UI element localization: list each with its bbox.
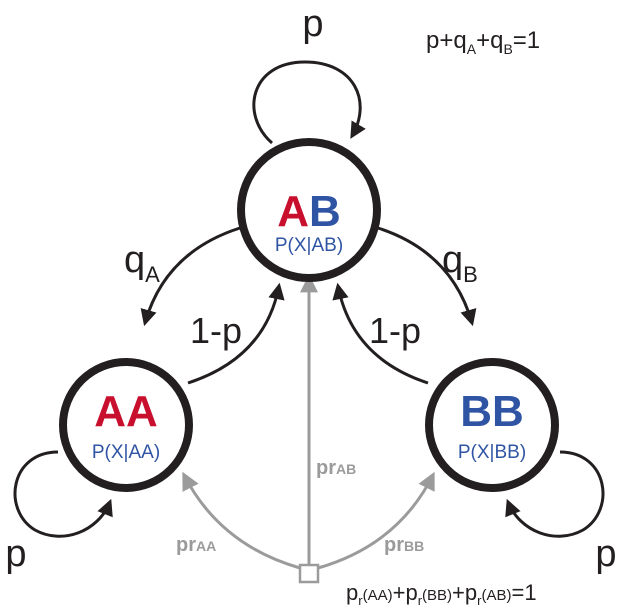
state-aa-name: AA <box>94 387 158 436</box>
self-loop-aa-label: p <box>5 533 26 575</box>
prior-arrow-bb <box>317 471 435 570</box>
self-loop-aa <box>13 450 113 538</box>
edge-ab-to-aa-label: qA <box>124 239 160 287</box>
self-loop-bb-label: p <box>595 533 616 575</box>
prior-bb-label: prBB <box>384 534 424 556</box>
state-ab-circle <box>237 138 381 282</box>
state-bb-name: BB <box>460 387 524 436</box>
prior-aa-label: prAA <box>176 534 216 556</box>
state-ab-likelihood: P(X|AB) <box>275 235 343 256</box>
root-node <box>298 563 320 584</box>
prior-equation: pr(AA)+pr(BB)+pr(AB)=1 <box>346 580 537 608</box>
edge-bb-to-ab-label: 1-p <box>369 310 421 351</box>
prior-arrow-aa <box>182 471 301 570</box>
edge-ab-to-bb-label: qB <box>442 239 478 287</box>
state-bb-circle <box>425 358 559 492</box>
self-loop-ab-label: p <box>302 3 323 45</box>
edge-ab-to-aa <box>140 226 241 327</box>
transition-equation: p+qA+qB=1 <box>426 27 540 57</box>
state-bb-likelihood: P(X|BB) <box>458 442 526 463</box>
edge-bb-to-ab <box>332 282 429 385</box>
self-loop-ab <box>252 60 366 145</box>
state-aa-circle <box>59 358 193 492</box>
edge-ab-to-bb <box>377 226 477 327</box>
self-loop-bb <box>505 450 605 538</box>
prior-ab-label: prAB <box>316 457 356 479</box>
state-aa-likelihood: P(X|AA) <box>92 442 160 463</box>
edge-aa-to-ab-label: 1-p <box>190 310 242 351</box>
edge-aa-to-ab <box>187 282 285 385</box>
state-ab-name: AB <box>277 187 341 236</box>
